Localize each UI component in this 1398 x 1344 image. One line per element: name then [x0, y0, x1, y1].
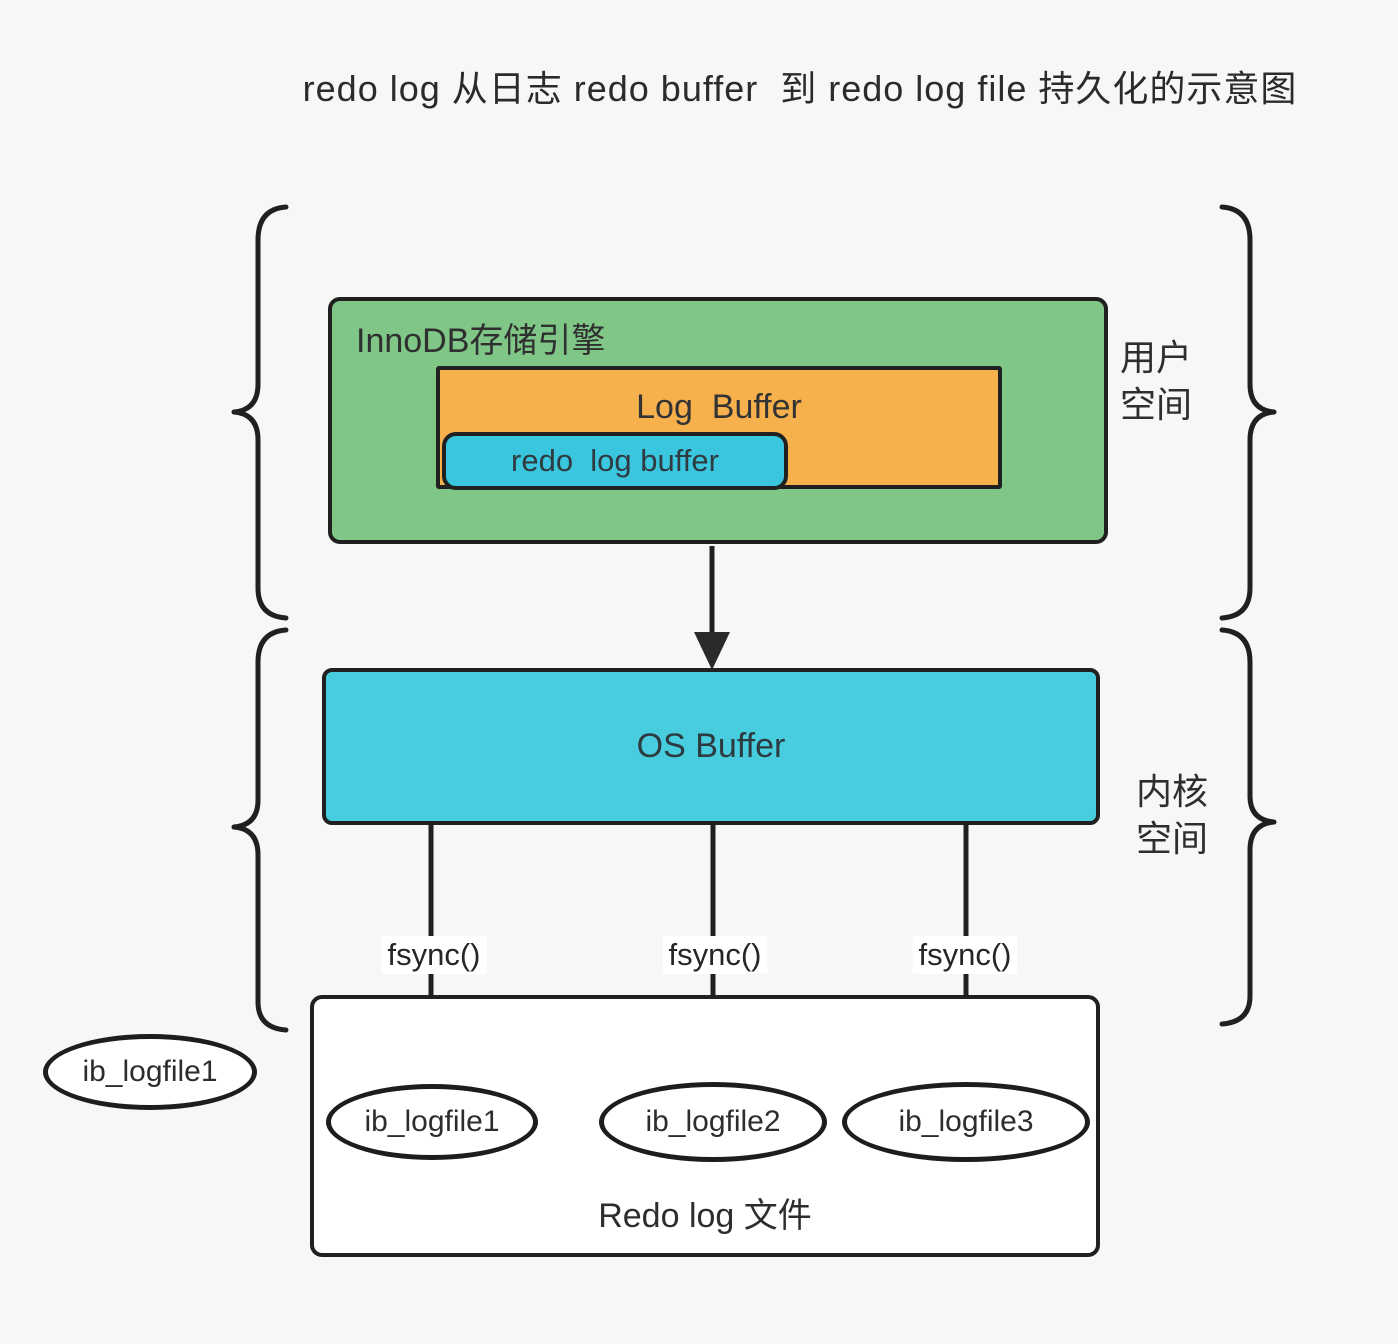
ib-logfile1-ellipse: ib_logfile1: [326, 1084, 538, 1160]
redo-log-files-caption: Redo log 文件: [598, 1197, 812, 1235]
right-brace-kernel-space-icon: [1219, 627, 1277, 1027]
fsync-label-1: fsync(): [381, 936, 487, 974]
ib-logfile1-label: ib_logfile1: [364, 1105, 500, 1138]
user-space-label: 用户 空间: [1120, 334, 1192, 428]
ib-logfile3-ellipse: ib_logfile3: [842, 1082, 1090, 1162]
ib-logfile2-label: ib_logfile2: [645, 1105, 781, 1138]
kernel-space-line2: 空间: [1136, 818, 1209, 859]
fsync-label-3: fsync(): [912, 936, 1018, 974]
ib-logfile2-ellipse: ib_logfile2: [599, 1082, 827, 1162]
user-space-line2: 空间: [1120, 384, 1193, 425]
ib-logfile3-label: ib_logfile3: [898, 1105, 1034, 1138]
os-buffer-box: OS Buffer: [322, 668, 1100, 825]
left-brace-user-space-icon: [231, 204, 289, 621]
innodb-engine-label: InnoDB存储引擎: [356, 322, 606, 360]
diagram-title: redo log 从日志 redo buffer 到 redo log file…: [302, 68, 1298, 109]
left-brace-kernel-space-icon: [231, 627, 289, 1033]
arrow-innodb-to-osbuffer-head-icon: [694, 632, 730, 670]
log-buffer-label: Log Buffer: [636, 388, 802, 426]
kernel-space-line1: 内核: [1136, 771, 1209, 812]
redo-log-buffer-label: redo log buffer: [511, 443, 719, 478]
external-ib-logfile1-label: ib_logfile1: [82, 1055, 218, 1088]
kernel-space-label: 内核 空间: [1136, 768, 1208, 862]
right-brace-user-space-icon: [1219, 204, 1277, 621]
user-space-line1: 用户: [1120, 337, 1193, 378]
external-ib-logfile1-ellipse: ib_logfile1: [43, 1034, 257, 1110]
redo-log-buffer-box: redo log buffer: [442, 432, 788, 490]
fsync-label-2: fsync(): [662, 936, 768, 974]
os-buffer-label: OS Buffer: [636, 727, 786, 765]
